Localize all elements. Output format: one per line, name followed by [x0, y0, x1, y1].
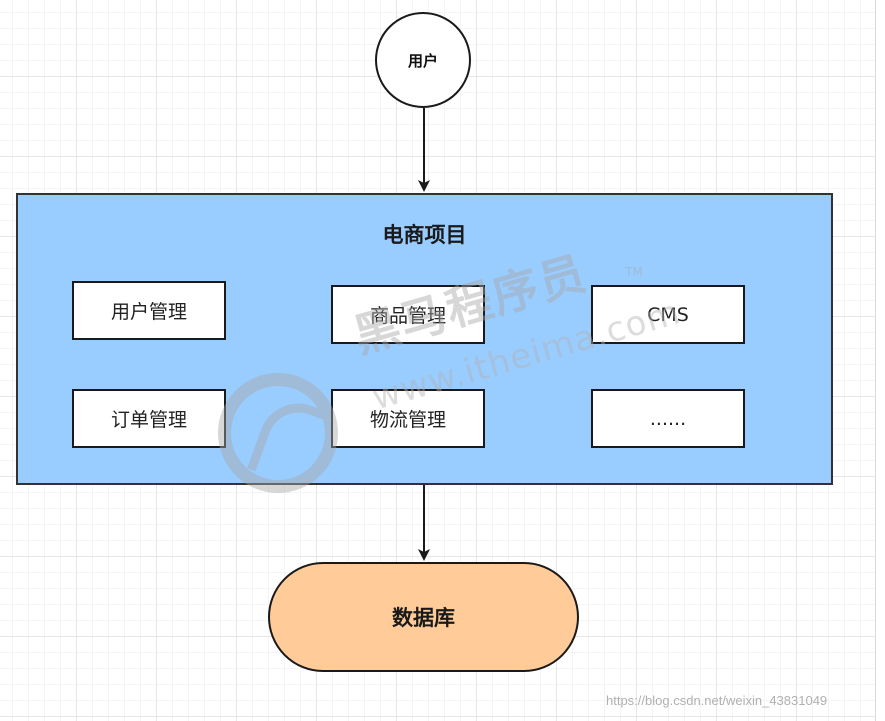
user-node-label: 用户: [407, 51, 438, 70]
project-title: 电商项目: [382, 223, 467, 247]
database-node-label: 数据库: [392, 606, 455, 630]
module-cms: CMS: [591, 285, 745, 344]
canvas-right-edge: [875, 0, 885, 721]
module-logistics-management: 物流管理: [331, 389, 485, 448]
user-node: 用户: [375, 12, 471, 108]
source-credit: https://blog.csdn.net/weixin_43831049: [606, 693, 828, 708]
module-label: 物流管理: [369, 409, 446, 431]
module-label: ......: [649, 407, 687, 430]
module-product-management: 商品管理: [331, 285, 485, 344]
module-more: ......: [591, 389, 745, 448]
module-user-management: 用户管理: [72, 281, 226, 340]
module-label: CMS: [647, 303, 689, 326]
project-container: 电商项目 用户管理 商品管理 CMS 订单管理 物流管理 ......: [16, 193, 833, 485]
module-order-management: 订单管理: [72, 389, 226, 448]
module-label: 商品管理: [369, 305, 446, 327]
module-label: 订单管理: [110, 409, 187, 431]
module-label: 用户管理: [110, 301, 187, 323]
database-node: 数据库: [268, 562, 579, 672]
